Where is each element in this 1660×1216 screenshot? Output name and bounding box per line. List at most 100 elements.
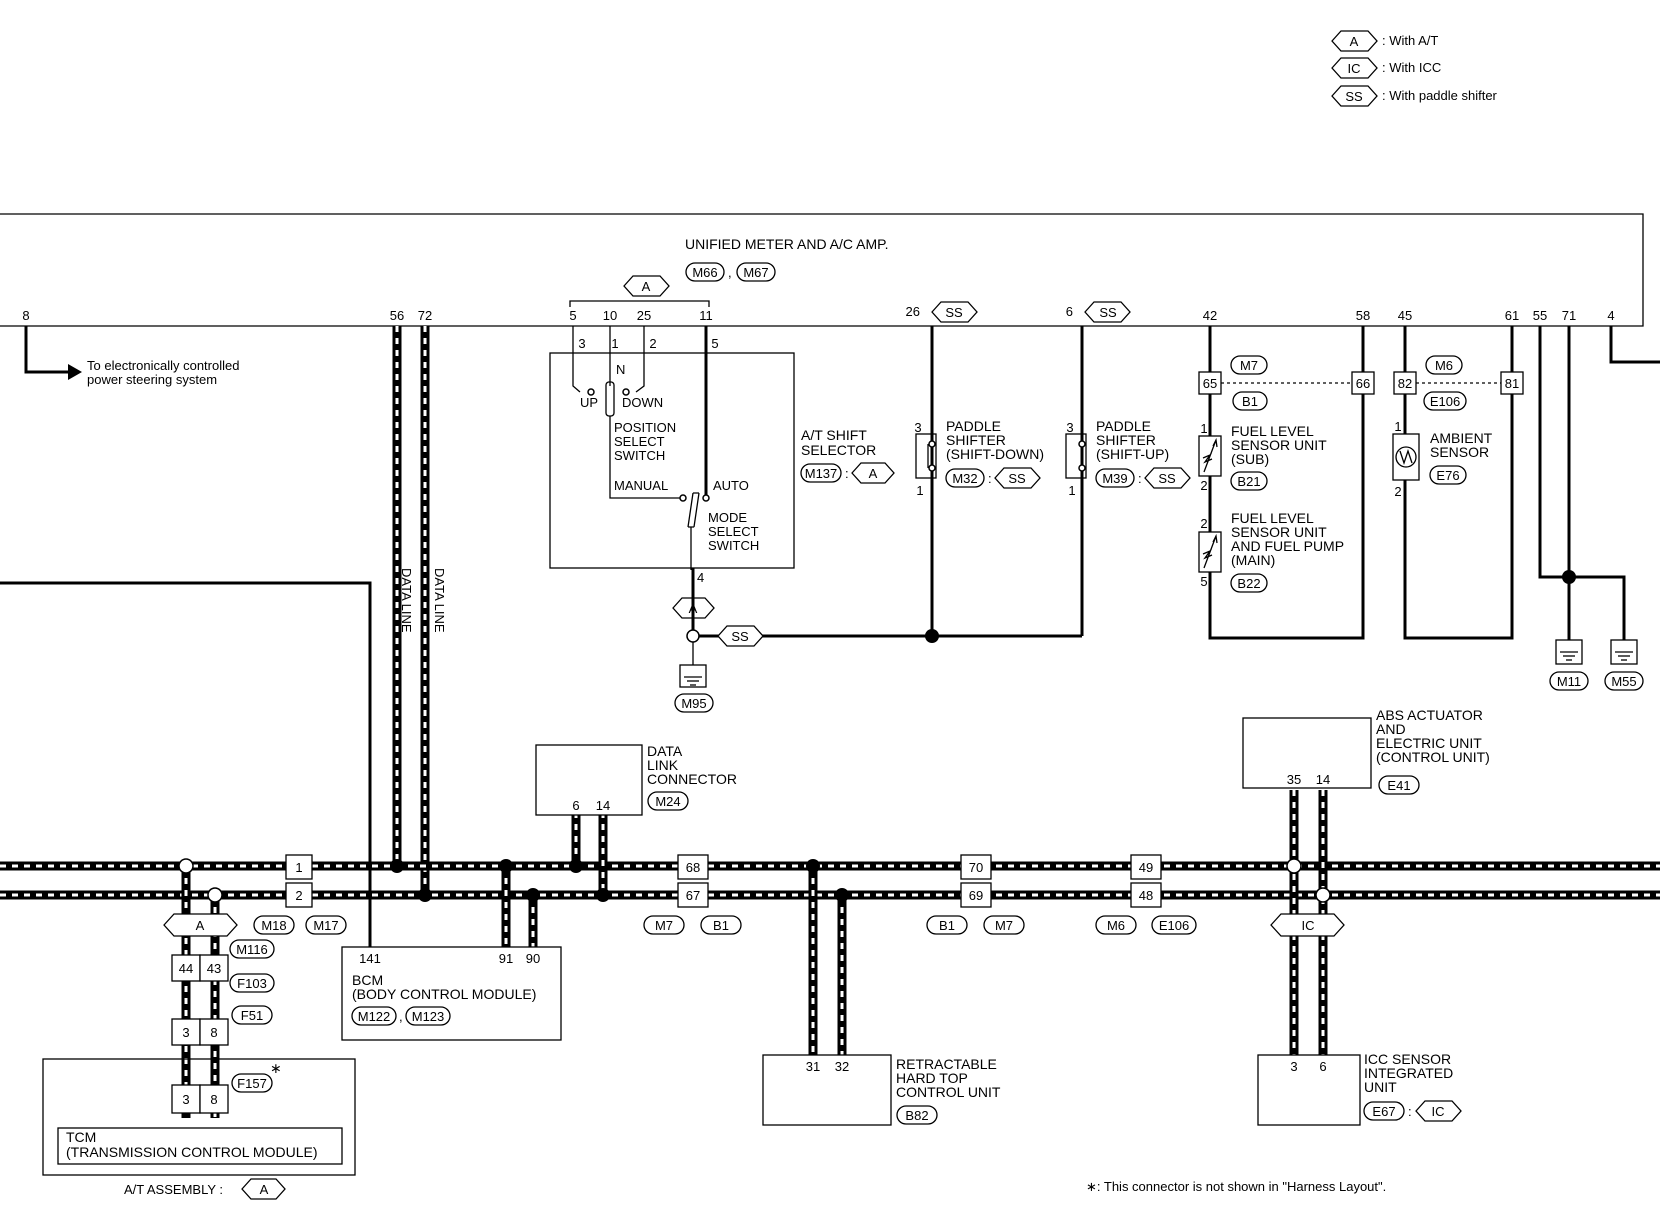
svg-text:A: A <box>1350 34 1359 49</box>
connector-m7-fuel: M7 <box>1240 358 1258 373</box>
svg-text:SHIFTER: SHIFTER <box>946 432 1006 448</box>
connector-m6-amb: M6 <box>1435 358 1453 373</box>
svg-text:UNIT: UNIT <box>1364 1079 1397 1095</box>
at-shift-selector: 3 1 2 5 N UP DOWN POSITION SELECT SWITCH… <box>549 326 895 585</box>
svg-text:A: A <box>689 601 698 616</box>
svg-text:2: 2 <box>1200 516 1207 531</box>
svg-text:SS: SS <box>945 305 963 320</box>
connector-m95: M95 <box>681 696 706 711</box>
svg-text:2: 2 <box>1394 484 1401 499</box>
svg-text:31: 31 <box>806 1059 820 1074</box>
svg-text:: With paddle shifter: : With paddle shifter <box>1382 88 1498 103</box>
f157-asterisk: ∗ <box>270 1060 282 1076</box>
connector-m11: M11 <box>1557 674 1581 689</box>
svg-text:66: 66 <box>1356 376 1370 391</box>
eps-arrow: To electronically controlled power steer… <box>24 326 239 387</box>
svg-text:8: 8 <box>210 1092 217 1107</box>
svg-text:35: 35 <box>1287 772 1301 787</box>
at-pin-brace: A <box>569 275 710 307</box>
connector-e41: E41 <box>1387 778 1410 793</box>
svg-text:3: 3 <box>914 420 921 435</box>
svg-text:65: 65 <box>1203 376 1217 391</box>
svg-text:8: 8 <box>22 308 29 323</box>
ground-m11-symbol: M11 <box>1549 639 1589 691</box>
svg-text:6: 6 <box>572 798 579 813</box>
connector-f103: F103 <box>237 976 267 991</box>
svg-text:SHIFTER: SHIFTER <box>1096 432 1156 448</box>
svg-text:1: 1 <box>916 483 923 498</box>
abs-title: ABS ACTUATOR <box>1376 707 1483 723</box>
svg-text:(TRANSMISSION CONTROL MODULE): (TRANSMISSION CONTROL MODULE) <box>66 1144 318 1160</box>
svg-text:61: 61 <box>1505 308 1519 323</box>
svg-text:11: 11 <box>699 308 713 323</box>
svg-text:55: 55 <box>1533 308 1547 323</box>
svg-text:SS: SS <box>1099 305 1117 320</box>
connector-m137: M137 <box>805 466 838 481</box>
abs-actuator: 35 14 ABS ACTUATOR AND ELECTRIC UNIT (CO… <box>1242 707 1490 795</box>
connector-e67: E67 <box>1372 1104 1395 1119</box>
svg-text:: With ICC: : With ICC <box>1382 60 1441 75</box>
paddle-up-title: PADDLE <box>1096 418 1151 434</box>
connector-m7-bus-2: M7 <box>995 918 1013 933</box>
svg-text:A: A <box>869 466 878 481</box>
svg-text:1: 1 <box>611 336 618 351</box>
svg-text:82: 82 <box>1398 376 1412 391</box>
retract-title: RETRACTABLE <box>896 1056 997 1072</box>
paddle-shifter-down: 3 1 PADDLE SHIFTER (SHIFT-DOWN) M32 : SS <box>914 326 1044 636</box>
selector-title: A/T SHIFT <box>801 427 867 443</box>
svg-text:71: 71 <box>1562 308 1576 323</box>
svg-text:DOWN: DOWN <box>622 395 663 410</box>
mode-select-switch-label: MODE <box>708 510 747 525</box>
svg-text:6: 6 <box>1066 304 1073 319</box>
bus-joint-b1-m7: 70 69 B1 M7 <box>926 854 1025 935</box>
dlc-title: DATA <box>647 743 683 759</box>
svg-text:2: 2 <box>1200 478 1207 493</box>
svg-text:14: 14 <box>596 798 610 813</box>
tag-ss-pin6: SS <box>1084 301 1131 323</box>
svg-text:SWITCH: SWITCH <box>708 538 759 553</box>
bcm-title: BCM <box>352 972 383 988</box>
svg-text:ELECTRIC UNIT: ELECTRIC UNIT <box>1376 735 1482 751</box>
retractable-hard-top: 31 32 RETRACTABLE HARD TOP CONTROL UNIT … <box>762 1054 1001 1126</box>
connector-m6-bus: M6 <box>1107 918 1125 933</box>
svg-text:45: 45 <box>1398 308 1412 323</box>
svg-text:67: 67 <box>686 888 700 903</box>
svg-text:3: 3 <box>1066 420 1073 435</box>
svg-text:SELECT: SELECT <box>708 524 759 539</box>
svg-text:A: A <box>260 1182 269 1197</box>
can-bus <box>0 861 1660 900</box>
svg-text:3: 3 <box>182 1025 189 1040</box>
svg-text:(SUB): (SUB) <box>1231 451 1269 467</box>
bus-joint-m18-m17: 1 2 M18 M17 <box>253 854 347 935</box>
svg-text:N: N <box>616 362 625 377</box>
data-line-label-2: DATA LINE <box>432 568 447 633</box>
connector-b1-fuel: B1 <box>1242 394 1258 409</box>
legend-item-a: A : With A/T <box>1331 30 1438 52</box>
svg-text:UP: UP <box>580 395 598 410</box>
svg-text:SENSOR UNIT: SENSOR UNIT <box>1231 437 1327 453</box>
svg-text:(SHIFT-DOWN): (SHIFT-DOWN) <box>946 446 1044 462</box>
connector-m24: M24 <box>655 794 680 809</box>
bus-splices <box>178 858 1331 903</box>
connector-m7-bus: M7 <box>655 918 673 933</box>
ground-m55-symbol: M55 <box>1604 639 1644 691</box>
svg-text:4: 4 <box>1607 308 1614 323</box>
connector-m55: M55 <box>1611 674 1636 689</box>
retract-drops <box>808 866 847 1057</box>
connector-b82: B82 <box>905 1108 928 1123</box>
connector-f157: F157 <box>237 1076 267 1091</box>
svg-text:IC: IC <box>1348 61 1361 76</box>
selector-ground-circuit: A SS M95 <box>672 568 1082 713</box>
data-line-label-1: DATA LINE <box>399 568 414 633</box>
svg-text:1: 1 <box>295 860 302 875</box>
connector-b1-bus-2: B1 <box>939 918 955 933</box>
svg-text:1: 1 <box>1200 421 1207 436</box>
connector-m39: M39 <box>1102 471 1127 486</box>
svg-text:power steering system: power steering system <box>87 372 217 387</box>
svg-text:AUTO: AUTO <box>713 478 749 493</box>
svg-text:SS: SS <box>731 629 749 644</box>
position-select-switch-label: POSITION <box>614 420 676 435</box>
svg-text::: : <box>845 466 849 481</box>
paddle-down-title: PADDLE <box>946 418 1001 434</box>
